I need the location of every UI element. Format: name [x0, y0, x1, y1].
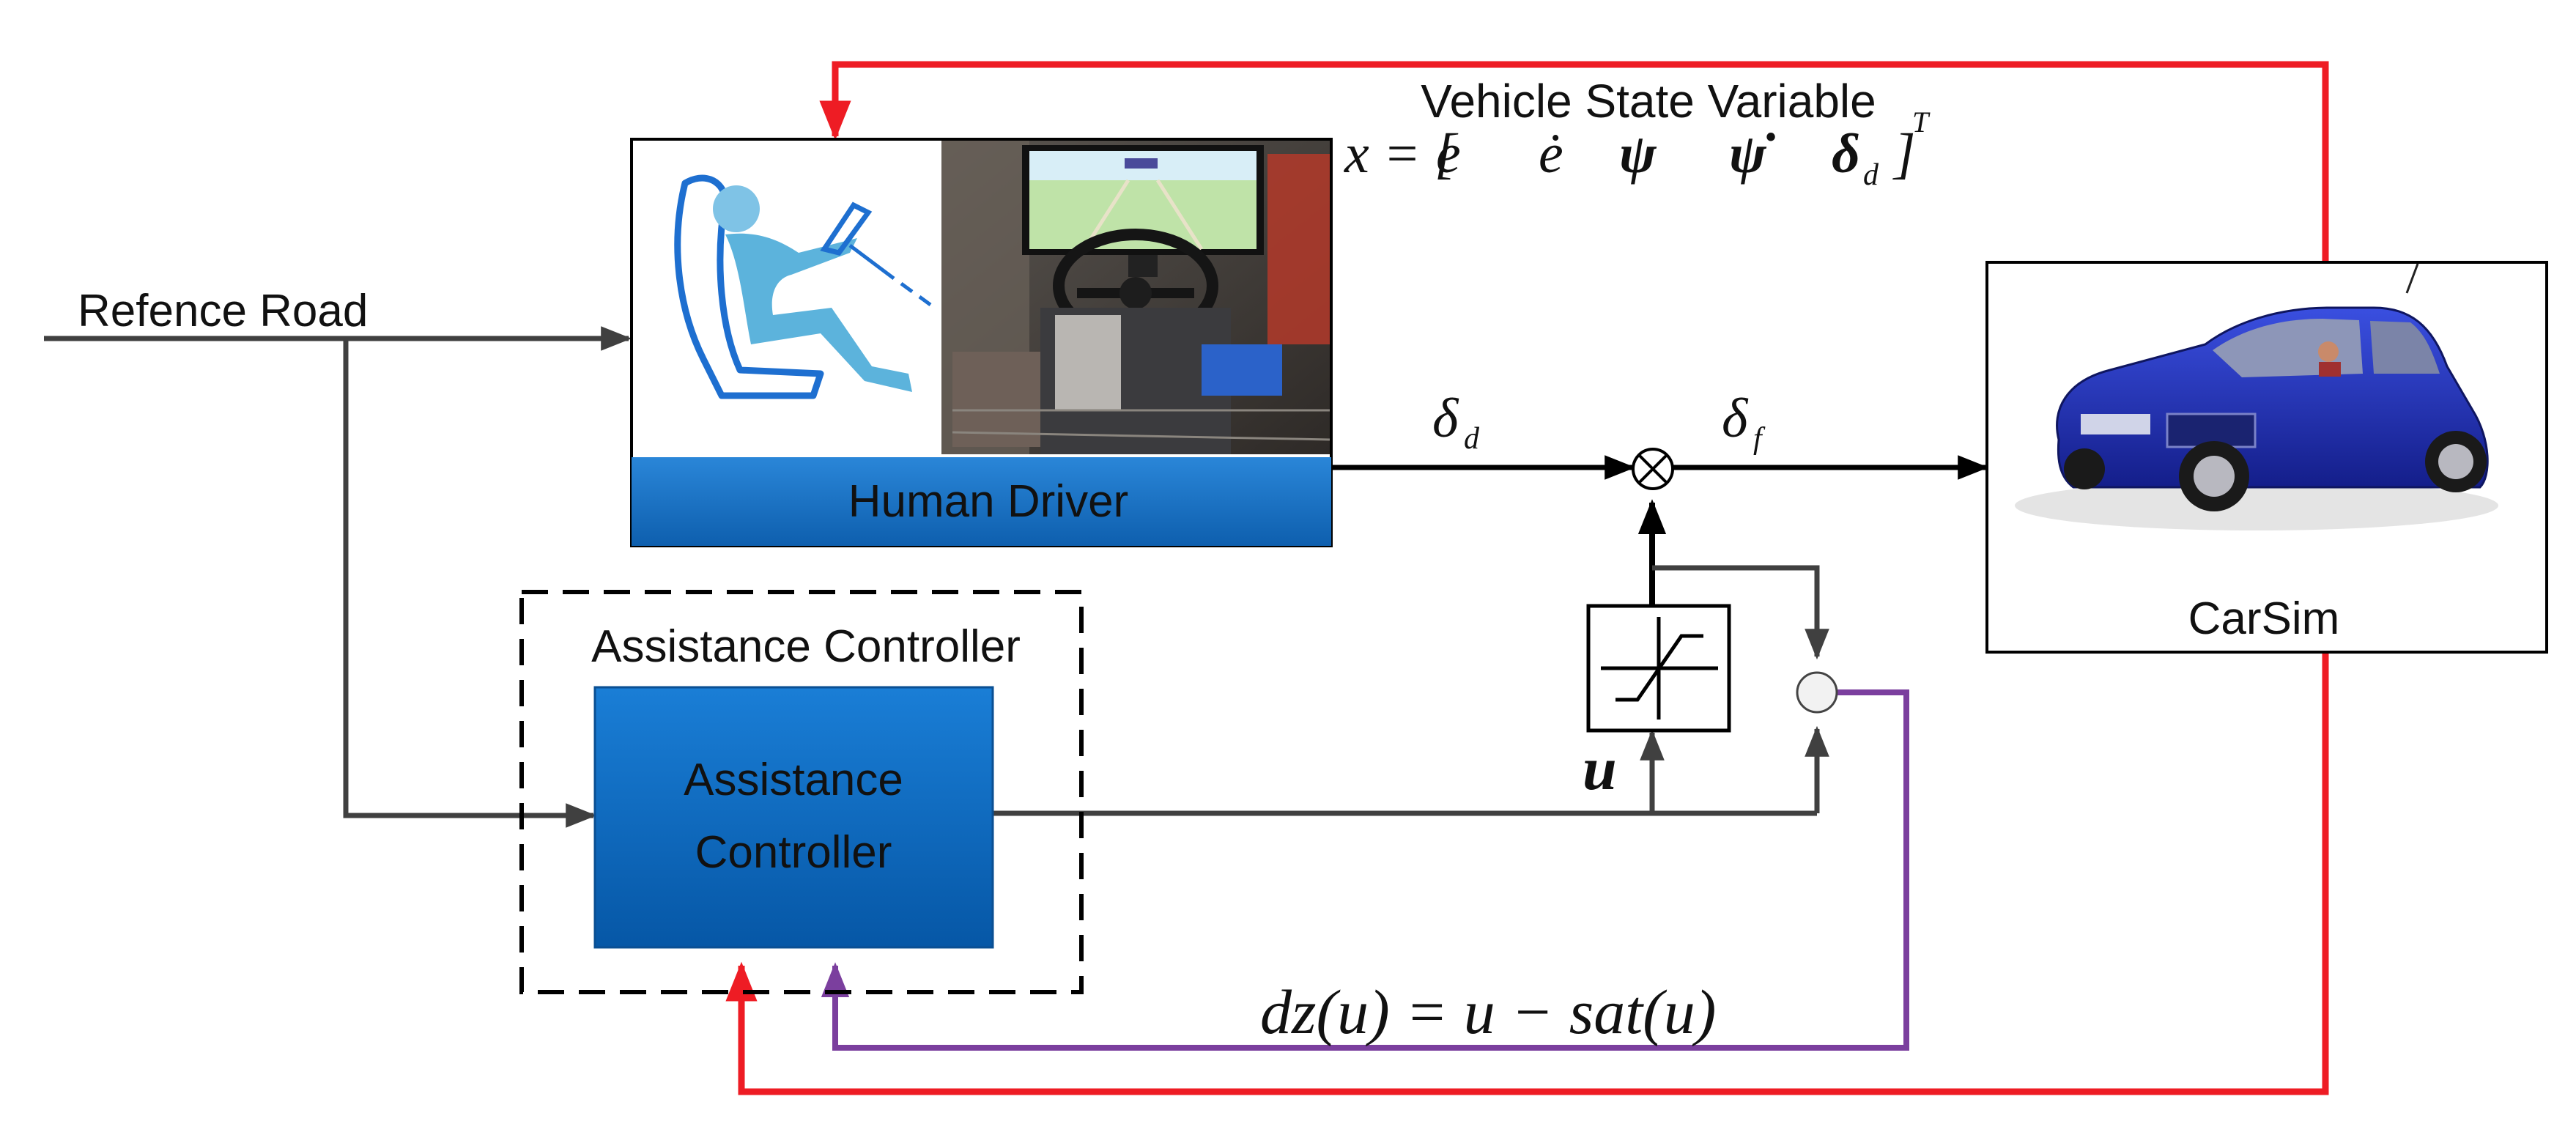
assistance-controller-group-label: Assistance Controller [591, 621, 1021, 672]
deadzone-summing-node [1796, 671, 1838, 714]
vehicle-state-title: Vehicle State Variable [1421, 75, 1876, 127]
saturation-block [1586, 604, 1731, 733]
delta-d-symbol: δ [1432, 388, 1459, 449]
state-vector-delta-sub: d [1863, 158, 1879, 192]
delta-d-label: δ d [1432, 388, 1480, 456]
assistance-controller-label-line2: Controller [695, 827, 892, 878]
state-feedback-top-line [819, 61, 2329, 264]
state-feedback-bottom-line [725, 652, 2329, 1095]
carsim-block: CarSim [1985, 261, 2548, 654]
driving-simulator-photo [941, 141, 1330, 454]
saturation-icon [1601, 617, 1718, 720]
assistance-controller-label-line1: Assistance [684, 755, 903, 805]
reference-road-label: Refence Road [78, 286, 368, 336]
delta-d-subscript: d [1464, 422, 1480, 456]
state-vector-e-dot: ė [1539, 123, 1563, 185]
human-driver-label-bar [632, 457, 1331, 546]
deadzone-equation: dz(u) = u − sat(u) [1260, 977, 1716, 1047]
saturation-branch-line [1652, 565, 1829, 660]
main-summing-junction [1632, 448, 1674, 490]
state-vector-e: e [1436, 123, 1461, 185]
carsim-label: CarSim [2188, 593, 2340, 644]
car-image [2015, 263, 2498, 530]
deadzone-feedback-line [821, 689, 1909, 1051]
state-vector-lhs: x = [ [1344, 123, 1459, 185]
u-label: u [1583, 735, 1617, 803]
state-vector-psi-dot: ψ̇ [1729, 123, 1775, 185]
reference-to-controller-line [343, 339, 597, 828]
human-driver-label: Human Driver [848, 476, 1128, 527]
delta-f-subscript: f [1753, 422, 1766, 456]
state-vector-transpose: T [1912, 106, 1931, 138]
human-driver-block: Human Driver [630, 138, 1333, 547]
delta-f-label: δ f [1722, 388, 1766, 456]
delta-f-symbol: δ [1722, 388, 1749, 449]
state-vector-delta: δ [1832, 123, 1860, 185]
assistance-controller-group-box [519, 590, 1084, 994]
assistance-controller-block: Assistance Controller [593, 686, 994, 949]
state-vector-psi: ψ [1619, 123, 1657, 185]
state-vector-close: ] [1892, 123, 1916, 185]
driver-seated-illustration [674, 174, 932, 399]
